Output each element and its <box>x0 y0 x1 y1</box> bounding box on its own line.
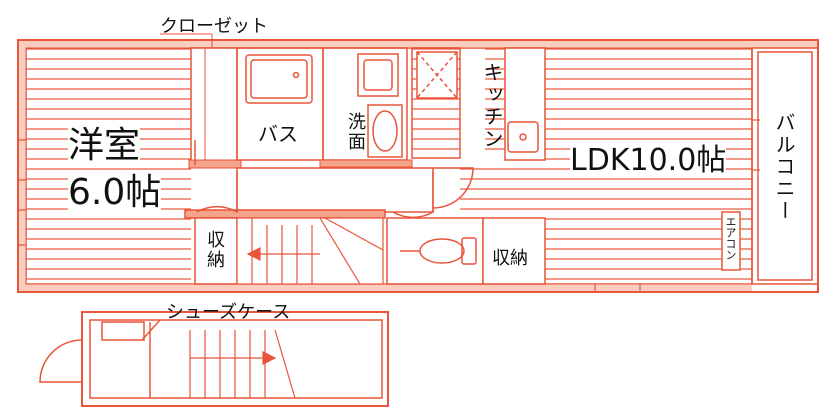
stairs-upper <box>236 217 384 285</box>
balcony-label: バルコニー <box>772 112 796 222</box>
closet <box>190 47 238 164</box>
sink-icon <box>507 121 539 153</box>
western-room-size: 6.0帖 <box>68 172 162 213</box>
window-marks <box>18 119 760 292</box>
toilet-icon <box>400 237 477 265</box>
stairs-lower <box>189 329 296 399</box>
western-room-floor <box>26 48 191 284</box>
washbasin-icon <box>367 104 403 158</box>
washroom-label: 洗面 <box>345 112 366 152</box>
kitchen-label: キッチン <box>480 62 504 150</box>
hall <box>184 167 434 219</box>
aircon-label: エアコン <box>724 216 737 260</box>
wall-fill <box>19 41 817 291</box>
aircon-unit <box>721 211 741 271</box>
stair-arrow-icon <box>246 247 261 261</box>
storage-left <box>194 217 238 285</box>
storage-right-label: 収納 <box>492 248 528 269</box>
shoe-case-label: シューズケース <box>166 302 291 323</box>
closet-label: クローゼット <box>160 16 268 37</box>
lower-floor <box>39 311 389 407</box>
stair-arrow-lower-icon <box>262 351 277 365</box>
western-room-label: 洋室 <box>68 125 141 166</box>
bath-label: バス <box>258 122 298 146</box>
storage-right <box>482 217 546 285</box>
ldk-label: LDK10.0帖 <box>570 143 727 178</box>
bathtub-icon <box>245 54 313 104</box>
toilet-room <box>386 217 484 285</box>
washer-icon <box>357 53 399 97</box>
door-swing-icon <box>194 140 474 219</box>
kitchen-area <box>411 47 546 161</box>
storage-left-label: 収納 <box>204 230 225 270</box>
